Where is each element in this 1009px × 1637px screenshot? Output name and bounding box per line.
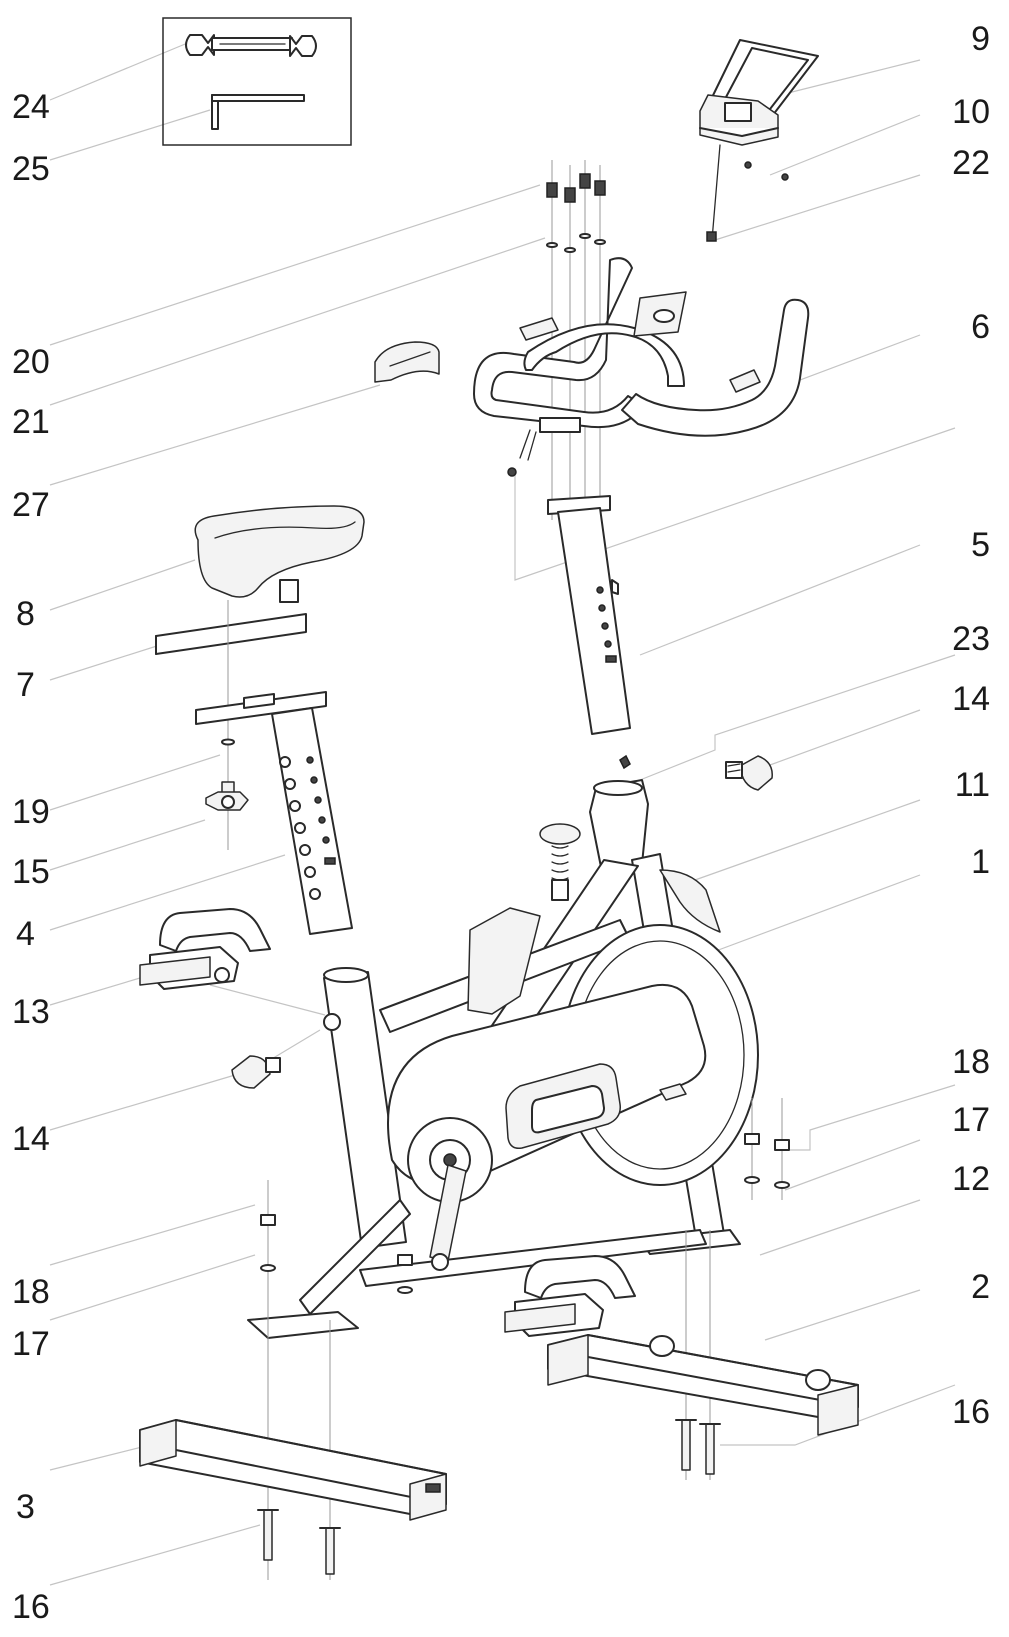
leader-lines xyxy=(49,41,956,1586)
label-part-23: 23 xyxy=(952,620,990,658)
label-part-7: 7 xyxy=(16,666,35,704)
front-fasteners xyxy=(397,1098,790,1480)
label-part-15: 15 xyxy=(12,853,50,891)
label-part-1: 1 xyxy=(971,843,990,881)
seat-knob xyxy=(205,738,249,811)
label-part-14-bottom: 14 xyxy=(12,1120,50,1158)
label-part-18-left: 18 xyxy=(12,1273,50,1311)
label-part-16-left: 16 xyxy=(12,1588,50,1626)
resistance-knob-top xyxy=(725,755,773,791)
label-part-25: 25 xyxy=(12,150,50,188)
resistance-knob-bottom xyxy=(231,1055,281,1089)
label-part-8: 8 xyxy=(16,595,35,633)
seat-height-holes xyxy=(279,756,336,900)
label-part-17-right: 17 xyxy=(952,1101,990,1139)
crank xyxy=(429,1164,467,1271)
handlebar-post xyxy=(547,495,631,735)
seat-cap xyxy=(374,341,440,383)
pedal-left xyxy=(139,908,271,990)
rear-stabilizer xyxy=(139,1419,447,1521)
label-part-16-right: 16 xyxy=(952,1393,990,1431)
label-part-6: 6 xyxy=(971,308,990,346)
label-part-17-left: 17 xyxy=(12,1325,50,1363)
label-part-5: 5 xyxy=(971,526,990,564)
label-part-12: 12 xyxy=(952,1160,990,1198)
label-part-3: 3 xyxy=(16,1488,35,1526)
console-screw-icon xyxy=(744,161,789,181)
label-part-14-top: 14 xyxy=(952,680,990,718)
front-stabilizer xyxy=(547,1334,859,1436)
label-part-13: 13 xyxy=(12,993,50,1031)
tools-box xyxy=(162,17,352,146)
seat-post xyxy=(195,691,353,935)
label-part-11: 11 xyxy=(954,766,990,804)
rear-fasteners xyxy=(257,1180,341,1580)
handlebar xyxy=(473,257,810,477)
label-part-10: 10 xyxy=(952,93,990,131)
label-part-2: 2 xyxy=(971,1268,990,1306)
label-part-27: 27 xyxy=(12,486,50,524)
wrench-icon xyxy=(185,34,317,57)
label-part-20: 20 xyxy=(12,343,50,381)
label-part-21: 21 xyxy=(12,403,50,441)
label-part-19: 19 xyxy=(12,793,50,831)
frame-cap xyxy=(619,754,631,770)
allen-key-icon xyxy=(211,94,305,130)
label-part-22: 22 xyxy=(952,144,990,182)
label-part-24: 24 xyxy=(12,88,50,126)
height-markers xyxy=(596,586,617,663)
label-part-18-right: 18 xyxy=(952,1043,990,1081)
console xyxy=(699,39,819,242)
pedal-right xyxy=(504,1255,636,1337)
label-part-4: 4 xyxy=(16,915,35,953)
label-part-9: 9 xyxy=(971,20,990,58)
brake-spring xyxy=(539,823,581,901)
saddle xyxy=(194,505,365,603)
